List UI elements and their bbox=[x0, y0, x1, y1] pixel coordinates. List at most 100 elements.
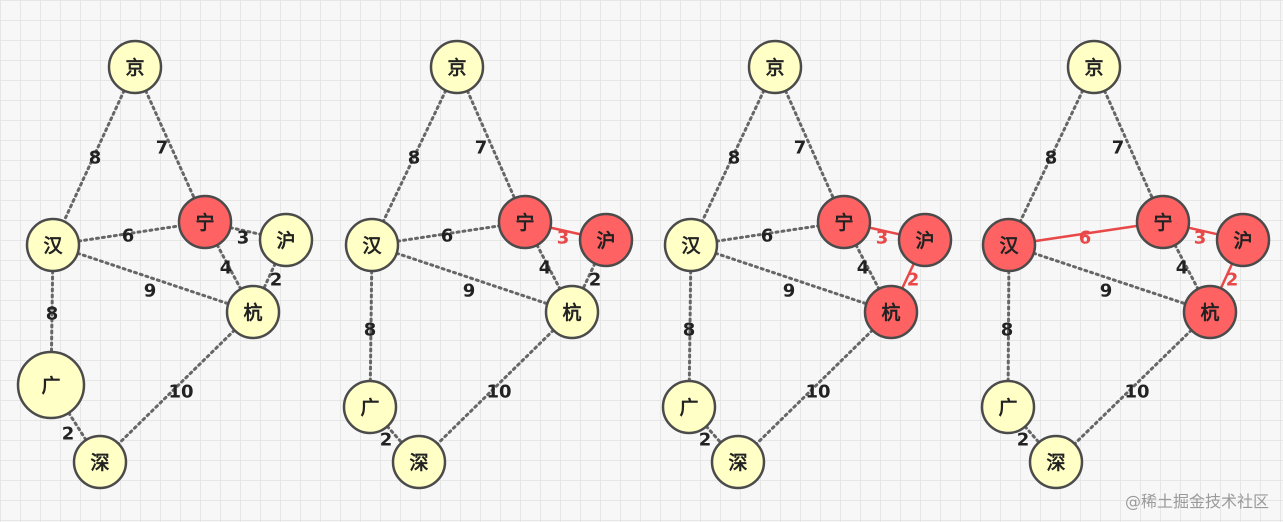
city-node-bj: 京 bbox=[1066, 39, 1122, 95]
node-circle bbox=[544, 284, 600, 340]
edge-wh-nj bbox=[715, 224, 820, 243]
edge-weight-nj-sh: 3 bbox=[876, 228, 889, 249]
node-circle bbox=[661, 379, 717, 435]
edge-bj-nj bbox=[1103, 89, 1154, 200]
edge-weight-wh-hz: 9 bbox=[1100, 281, 1113, 302]
edge-hz-sz bbox=[117, 328, 236, 446]
city-node-hz: 杭 bbox=[544, 284, 600, 340]
node-label: 宁 bbox=[834, 211, 853, 234]
city-node-sz: 深 bbox=[72, 434, 128, 490]
node-circle bbox=[258, 212, 314, 268]
node-circle bbox=[344, 217, 400, 273]
node-circle bbox=[177, 194, 233, 250]
node-label: 广 bbox=[679, 396, 698, 419]
edge-weight-gz-sz: 2 bbox=[62, 424, 75, 445]
node-circle bbox=[72, 434, 128, 490]
edge-weight-gz-sz: 2 bbox=[380, 430, 393, 451]
node-label: 杭 bbox=[881, 301, 900, 324]
watermark: @稀土掘金技术社区 bbox=[1124, 492, 1269, 511]
edge-weight-hz-sz: 10 bbox=[168, 382, 193, 403]
node-circle bbox=[1028, 434, 1084, 490]
edge-weight-sh-hz: 2 bbox=[270, 270, 283, 291]
node-label: 京 bbox=[1084, 56, 1103, 79]
edge-weight-wh-gz: 8 bbox=[1001, 320, 1014, 341]
edge-weight-wh-gz: 8 bbox=[46, 304, 59, 325]
node-circle bbox=[863, 284, 919, 340]
node-label: 广 bbox=[360, 396, 379, 419]
city-node-hz: 杭 bbox=[1182, 284, 1238, 340]
edge-weight-bj-nj: 7 bbox=[156, 138, 169, 159]
node-label: 广 bbox=[41, 374, 60, 397]
edge-nj-sh bbox=[549, 226, 582, 236]
edge-wh-gz bbox=[368, 269, 374, 383]
city-node-wh: 汉 bbox=[981, 217, 1037, 273]
edge-wh-hz bbox=[1032, 251, 1187, 306]
node-label: 杭 bbox=[243, 301, 262, 324]
edge-gz-sz bbox=[67, 411, 88, 442]
edge-weight-nj-sh: 3 bbox=[1194, 228, 1207, 249]
node-label: 沪 bbox=[1233, 229, 1252, 252]
edge-weight-wh-nj: 6 bbox=[1079, 228, 1092, 249]
city-node-wh: 汉 bbox=[344, 217, 400, 273]
node-circle bbox=[1066, 39, 1122, 95]
node-label: 沪 bbox=[596, 229, 615, 252]
edge-wh-hz bbox=[395, 251, 549, 306]
node-label: 深 bbox=[90, 451, 109, 474]
node-circle bbox=[107, 39, 163, 95]
edge-weight-bj-wh: 8 bbox=[408, 148, 421, 169]
node-circle bbox=[897, 212, 953, 268]
node-label: 宁 bbox=[195, 211, 214, 234]
node-label: 京 bbox=[447, 56, 466, 79]
city-node-sh: 沪 bbox=[578, 212, 634, 268]
edge-weight-wh-hz: 9 bbox=[783, 281, 796, 302]
edge-bj-wh bbox=[381, 88, 448, 224]
node-label: 深 bbox=[728, 451, 747, 474]
edge-bj-wh bbox=[1018, 88, 1085, 224]
node-label: 沪 bbox=[276, 229, 295, 252]
city-node-sz: 深 bbox=[1028, 434, 1084, 490]
edge-nj-hz bbox=[215, 243, 243, 291]
edge-weight-wh-nj: 6 bbox=[761, 226, 774, 247]
edge-gz-sz bbox=[704, 424, 723, 445]
city-node-gz: 广 bbox=[980, 379, 1036, 435]
edge-weight-nj-sh: 3 bbox=[557, 228, 570, 249]
edge-weight-wh-nj: 6 bbox=[122, 226, 135, 247]
edge-wh-nj bbox=[77, 224, 181, 243]
city-node-hz: 杭 bbox=[225, 284, 281, 340]
node-circle bbox=[497, 194, 553, 250]
city-node-bj: 京 bbox=[107, 39, 163, 95]
city-node-sh: 沪 bbox=[1215, 212, 1271, 268]
edge-wh-gz bbox=[49, 269, 55, 354]
node-label: 宁 bbox=[515, 211, 534, 234]
edge-nj-hz bbox=[854, 243, 881, 291]
edge-weight-bj-nj: 7 bbox=[794, 138, 807, 159]
city-node-gz: 广 bbox=[342, 379, 398, 435]
city-node-sz: 深 bbox=[391, 434, 447, 490]
edge-nj-hz bbox=[1173, 243, 1200, 291]
city-node-nj: 宁 bbox=[1135, 194, 1191, 250]
edge-wh-hz bbox=[76, 251, 230, 306]
edge-nj-sh bbox=[868, 226, 901, 236]
node-circle bbox=[391, 434, 447, 490]
city-node-wh: 汉 bbox=[25, 217, 81, 273]
edge-weight-nj-hz: 4 bbox=[220, 258, 233, 279]
edge-weight-bj-nj: 7 bbox=[1112, 138, 1125, 159]
edge-gz-sz bbox=[385, 424, 404, 445]
node-label: 汉 bbox=[681, 235, 701, 257]
city-node-sh: 沪 bbox=[258, 212, 314, 268]
edge-weight-nj-sh: 3 bbox=[237, 228, 250, 249]
edge-bj-wh bbox=[700, 89, 766, 223]
edge-weight-hz-sz: 10 bbox=[486, 382, 511, 403]
edge-bj-nj bbox=[144, 89, 196, 200]
node-circle bbox=[429, 39, 485, 95]
edge-nj-sh bbox=[228, 226, 263, 236]
edge-hz-sz bbox=[436, 328, 555, 446]
node-label: 汉 bbox=[43, 235, 63, 257]
edge-weight-wh-hz: 9 bbox=[144, 281, 157, 302]
node-circle bbox=[816, 194, 872, 250]
